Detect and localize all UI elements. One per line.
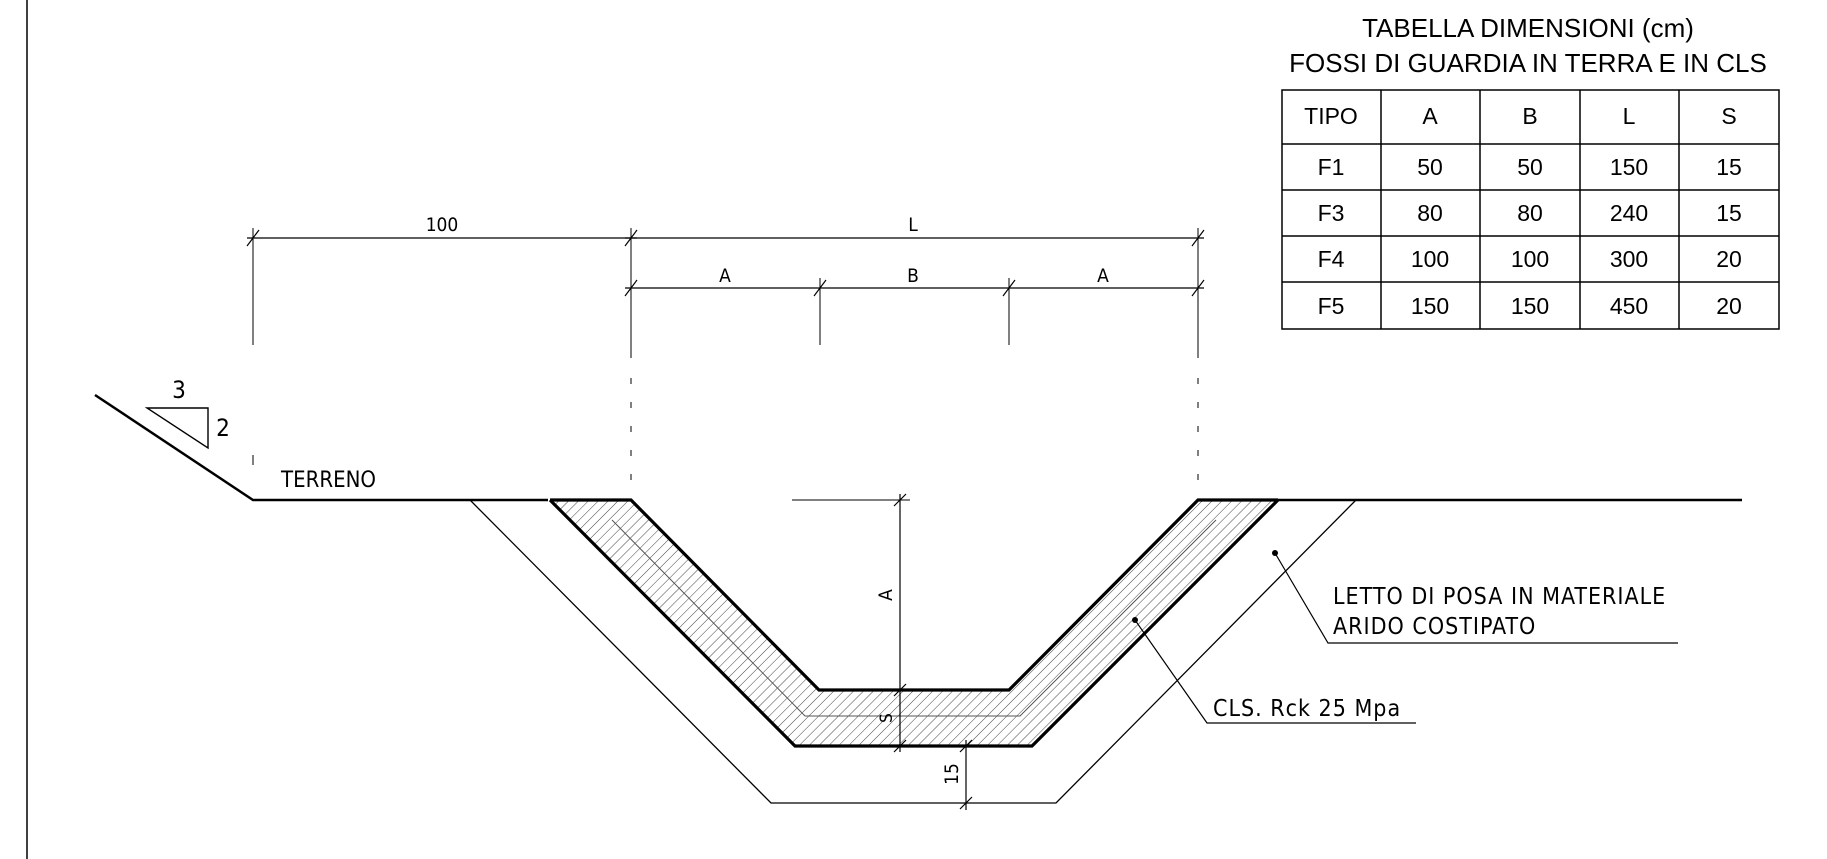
table-cell: 20	[1716, 246, 1742, 272]
concrete-label: CLS. Rck 25 Mpa	[1213, 696, 1401, 722]
extension-lines	[252, 228, 1199, 501]
table-header-a: A	[1422, 103, 1438, 129]
dim-label-right-side: A	[1097, 265, 1109, 287]
table-cell: 80	[1517, 200, 1543, 226]
table-title-line1: TABELLA DIMENSIONI (cm)	[1362, 13, 1694, 43]
table-header-tipo: TIPO	[1304, 103, 1358, 129]
bedding-label-line2: ARIDO COSTIPATO	[1333, 614, 1536, 640]
bedding-label-line1: LETTO DI POSA IN MATERIALE	[1333, 584, 1666, 610]
table-cell: F1	[1318, 154, 1345, 180]
vertical-dimension-lines	[893, 493, 973, 810]
horizontal-dimension-lines	[246, 229, 1205, 297]
slope-vertical-value: 2	[216, 414, 230, 442]
bedding-leader-dot	[1272, 550, 1278, 556]
dimensions-table: TABELLA DIMENSIONI (cm) FOSSI DI GUARDIA…	[1281, 13, 1780, 330]
table-title-line2: FOSSI DI GUARDIA IN TERRA E IN CLS	[1289, 48, 1767, 78]
dim-label-depth: A	[875, 589, 897, 601]
table-cell: 150	[1610, 154, 1648, 180]
concrete-mid-line	[611, 519, 1217, 717]
table-cell: 150	[1411, 293, 1449, 319]
table-cell: 300	[1610, 246, 1648, 272]
table-cell: F3	[1318, 200, 1345, 226]
table-cell: F5	[1318, 293, 1345, 319]
ground-label: TERRENO	[280, 468, 376, 493]
table-cell: 100	[1411, 246, 1449, 272]
table-cell: 80	[1417, 200, 1443, 226]
table-header-b: B	[1522, 103, 1537, 129]
table-cell: 150	[1511, 293, 1549, 319]
table-cell: 450	[1610, 293, 1648, 319]
table-cell: F4	[1318, 246, 1345, 272]
slope-triangle-symbol	[144, 407, 209, 450]
table-grid	[1281, 89, 1780, 330]
table-cell: 15	[1716, 154, 1742, 180]
table-cell: 50	[1517, 154, 1543, 180]
table-cell: 20	[1716, 293, 1742, 319]
table-cell: 100	[1511, 246, 1549, 272]
concrete-lining	[550, 500, 1278, 746]
table-cell: 240	[1610, 200, 1648, 226]
concrete-leader-dot	[1132, 617, 1138, 623]
table-header-s: S	[1721, 103, 1736, 129]
concrete-lining-inner-edge	[550, 498, 1278, 692]
dim-label-left-side: A	[719, 265, 731, 287]
dim-label-total-width: L	[908, 214, 918, 236]
dim-label-berm: 100	[426, 214, 459, 236]
dim-label-bedding-thickness: 15	[941, 763, 963, 785]
dim-label-bottom-width: B	[907, 265, 919, 287]
table-cell: 15	[1716, 200, 1742, 226]
table-header-l: L	[1623, 103, 1636, 129]
dim-label-thickness: S	[877, 713, 897, 723]
leader-lines	[1134, 552, 1678, 724]
bedding-layer-outline	[469, 499, 1357, 804]
slope-horizontal-value: 3	[172, 376, 186, 404]
concrete-lining-outer-edge	[548, 498, 1280, 748]
table-cell: 50	[1417, 154, 1443, 180]
